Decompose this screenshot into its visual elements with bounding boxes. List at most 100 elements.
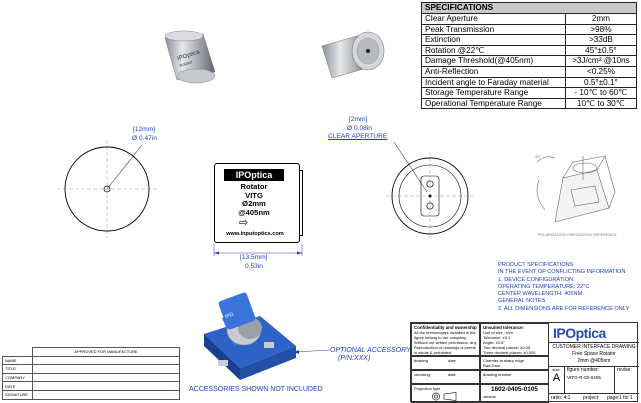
clear-aperture-label: CLEAR APERTURE	[328, 133, 388, 140]
ipoptica-logo: IPOptica	[553, 325, 606, 341]
svg-text:Rotator: Rotator	[179, 59, 194, 68]
svg-text:45°: 45°	[535, 154, 541, 159]
tolerance-heading: Unsuited tolerance:	[483, 325, 524, 330]
approval-row: NAME	[2, 355, 180, 366]
checking-label: checking	[414, 372, 430, 377]
polarization-reference-label: POLARIZATION ORIENTATION REFERENCE	[538, 233, 617, 237]
product-spec-notes: PRODUCT SPECIFICATIONS IN THE EVENT OF C…	[498, 262, 629, 313]
project-label: project:	[583, 395, 600, 401]
product-description-1: Free Space Rotator	[572, 351, 616, 357]
accessories-not-included: ACCESSORIES SHOWN NOT INCLUDED	[189, 386, 323, 393]
approval-row: TITLE	[2, 364, 180, 374]
approval-row: SIGNATURE	[2, 389, 180, 400]
tolerance-line: Angle: ±0.5°	[483, 340, 505, 345]
notes-line: 1. DEVICE CONFIGURATION:	[498, 276, 575, 283]
spec-value: >98%	[564, 23, 638, 36]
chamfer-value: Rad.2mm	[483, 363, 501, 368]
spec-value: 45°±0.5°	[564, 44, 638, 57]
projection-type-label: Projection type	[414, 386, 441, 391]
tolerance-line: Three decimal places: ±0.005	[483, 350, 536, 355]
notes-line: CENTER WAVELENGTH: 405nm	[498, 291, 583, 298]
label-line-3: Ø2mm	[242, 199, 266, 209]
tolerance-line: Two decimal places: ±0.05	[483, 345, 531, 350]
spec-label: Damage Threshold(@405nm)	[421, 55, 566, 67]
sheet-number: 1 fol 1	[619, 395, 633, 401]
approval-label: NAME	[2, 355, 33, 366]
rotator-photo-end	[321, 31, 385, 79]
spec-value: - 10℃ to 60℃	[564, 87, 638, 99]
specifications-title: SPECIFICATIONS	[421, 2, 637, 14]
tolerance-line: Unit of size : mm	[483, 330, 513, 335]
label-brand: IPOptica	[224, 169, 284, 181]
drawing-label: drawing	[414, 358, 429, 363]
spec-value: <0.25%	[564, 65, 638, 78]
approval-header: APPROVED FOR MANUFACTURE	[32, 347, 180, 357]
spec-row: Damage Threshold(@405nm)>3J/cm² @10ns	[421, 55, 638, 67]
end-view-left	[57, 140, 157, 238]
approval-label: DATE	[2, 381, 33, 391]
figure-number: VITG-R-02-0405	[567, 375, 601, 380]
drawing-number-label: drawing number	[483, 372, 512, 377]
ratio-label: ratio: 4:1	[551, 395, 571, 401]
drawing-number: 1602-0405-0105	[491, 386, 538, 393]
length-dim-mm: [13.5mm]	[240, 254, 268, 261]
label-url: www.inputoptics.com	[226, 231, 284, 237]
approval-row: DATE	[2, 381, 180, 391]
accessory-leader-line	[293, 349, 331, 354]
spec-row: Peak Transmission>98%	[421, 23, 638, 36]
page-label: page:	[607, 395, 620, 401]
spec-value: 2mm	[564, 13, 638, 25]
spec-label: Extinction	[421, 34, 566, 46]
mount-accessory-render: IPO	[204, 292, 296, 380]
notes-line: GENERAL NOTES	[498, 298, 546, 305]
tolerance-line: Tolerance: ±0.1	[483, 335, 511, 340]
spec-value: 0.5°±0.1°	[564, 76, 638, 89]
title-block: Confidentiality and ownership All the te…	[410, 322, 639, 403]
size-value: A	[552, 372, 561, 384]
spec-label: Peak Transmission	[421, 23, 566, 36]
spec-label: Clear Aperture	[421, 13, 566, 25]
spec-label: Storage Temperature Range	[421, 87, 566, 99]
approval-label: SIGNATURE	[2, 389, 33, 400]
spec-row: Anti-Reflection<0.25%	[421, 65, 638, 78]
notes-line: OPERATING TEMPERATURE: 22°C	[498, 283, 590, 290]
chamfer-label: Chamfer at sharp edge	[483, 358, 524, 363]
spec-label: Operational Temperature Range	[421, 97, 566, 110]
notes-line: IN THE EVENT OF CONFLICTING INFORMATION	[498, 269, 626, 276]
spec-row: Storage Temperature Range- 10℃ to 60℃	[421, 87, 638, 99]
revise-label: revise:	[617, 367, 632, 373]
label-line-4: @405nm	[238, 207, 270, 217]
spec-value: >33dB	[564, 34, 638, 46]
spec-label: Anti-Reflection	[421, 65, 566, 78]
svg-text:IPO: IPO	[224, 312, 234, 321]
aperture-dim-in: Ø 0.08in	[347, 125, 372, 132]
direction-arrow-icon: ⇨	[239, 217, 249, 229]
rotator-side-view: IPOptica Rotator VITG Ø2mm @405nm ⇨ www.…	[214, 163, 303, 243]
notes-line: PRODUCT SPECIFICATIONS	[498, 262, 574, 268]
approval-row: COMPANY	[2, 372, 180, 383]
spec-label: Rotation @22℃	[421, 44, 566, 57]
version-label: version	[483, 394, 496, 399]
drawing-date-label: date	[448, 358, 456, 363]
document-type: CUSTOMER INTERFACE DRAWING	[552, 344, 636, 350]
confidentiality-text: All the technologies included in the fig…	[414, 330, 477, 355]
label-line-1: Rotator	[240, 182, 268, 191]
figure-number-label: figure number:	[567, 367, 600, 373]
optional-accessory-label: OPTIONAL ACCESSORY (P/N:XXX)	[330, 347, 411, 363]
length-dimension	[213, 244, 303, 256]
diameter-dim-in: Ø 0.47in	[132, 135, 157, 142]
rotator-photo-front: IPOptica Rotator	[164, 30, 216, 84]
size-label: size:	[552, 367, 561, 372]
optional-accessory-title: OPTIONAL ACCESSORY	[330, 347, 411, 354]
spec-row: Extinction>33dB	[421, 34, 638, 46]
polarization-reference-sketch: 45°	[535, 154, 616, 223]
length-dim-in: 0.53in	[245, 263, 263, 270]
aperture-dim-mm: [2mm]	[349, 116, 368, 123]
product-description-2: 2mm @405nm	[577, 358, 611, 364]
end-view-right	[386, 141, 474, 238]
